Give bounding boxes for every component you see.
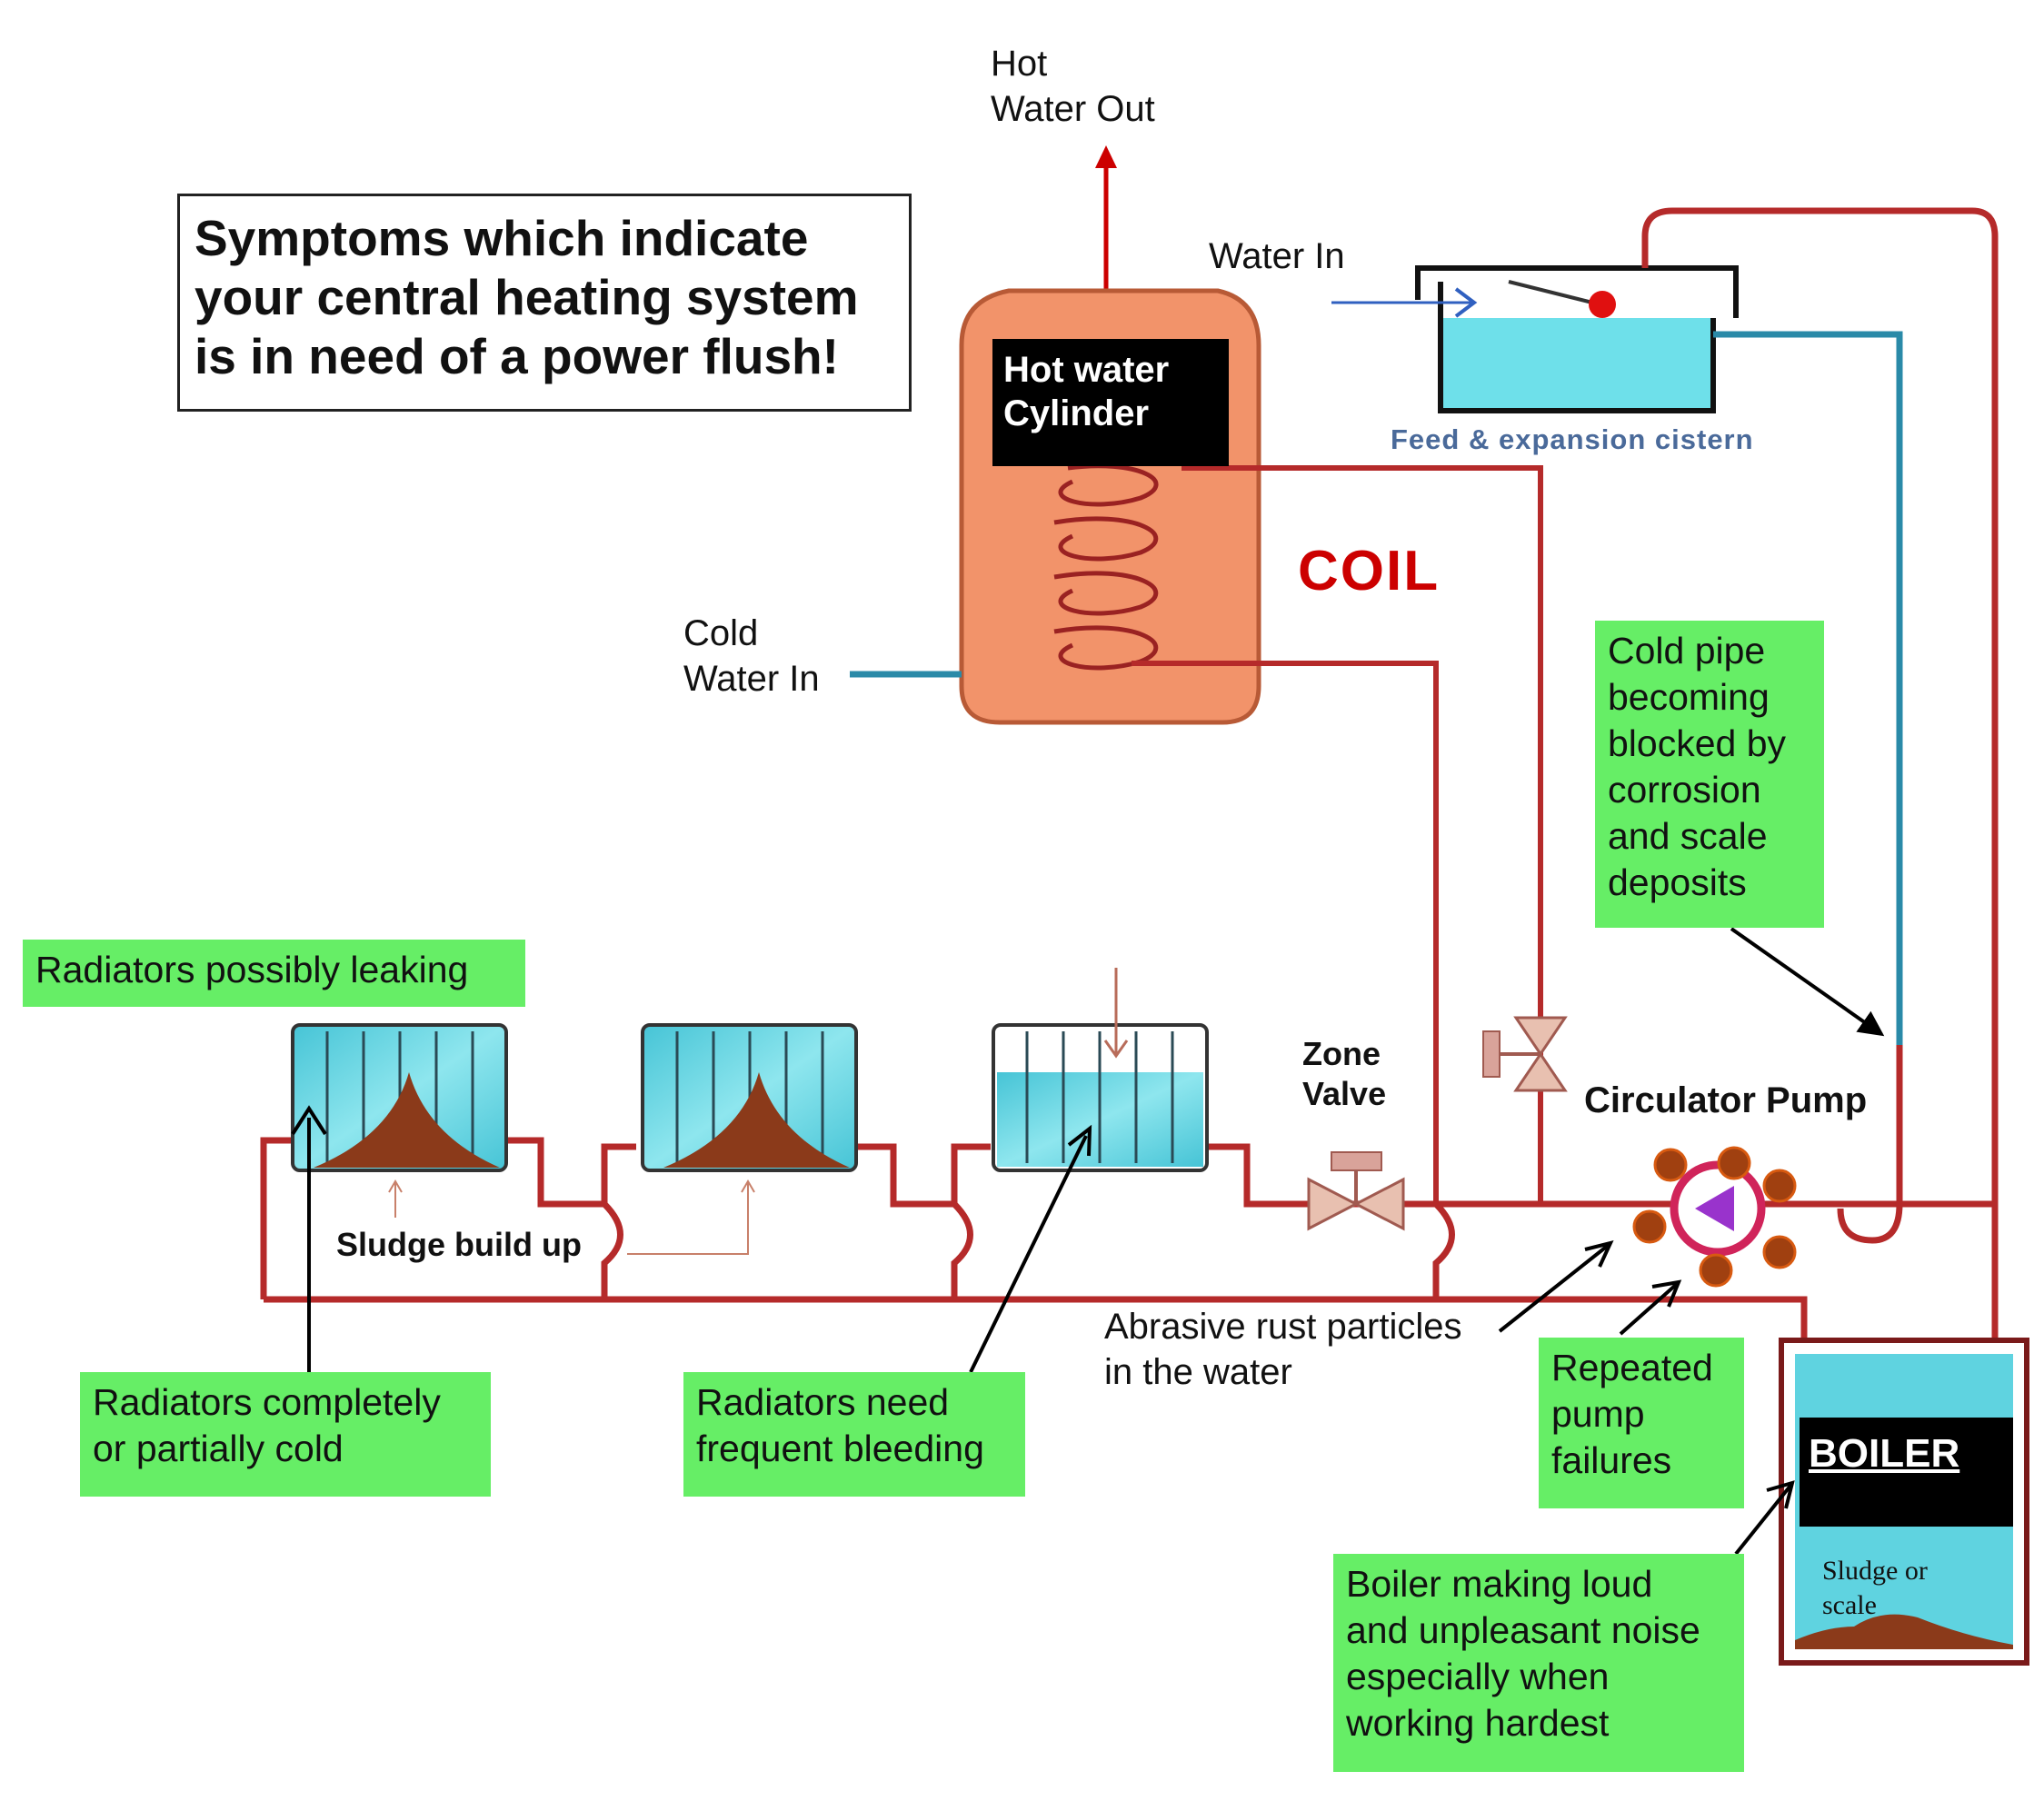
boiler-sludge-line-1: Sludge or — [1822, 1556, 1928, 1586]
abrasive-line-2: in the water — [1104, 1352, 1292, 1392]
hot-water-out-line-1: Hot — [991, 44, 1048, 84]
hot-water-out-label: Hot Water Out — [991, 41, 1155, 132]
hot-water-cylinder-label: Hot water Cylinder — [992, 339, 1229, 466]
title-box: Symptoms which indicate your central hea… — [177, 194, 912, 412]
vent-pipe — [1641, 207, 1999, 1345]
radiator-2 — [641, 1023, 858, 1172]
abrasive-label: Abrasive rust particles in the water — [1104, 1304, 1461, 1395]
symptom-boiler-noise: Boiler making loud and unpleasant noise … — [1333, 1554, 1744, 1772]
circulator-pump — [1632, 1146, 1797, 1288]
coil — [1053, 463, 1159, 671]
symptom-boiler-line-4: working hardest — [1346, 1702, 1610, 1744]
cylinder-label-line-1: Hot water — [1003, 350, 1170, 390]
symptom-leaking-line-1: Radiators possibly leaking — [35, 949, 469, 990]
symptom-cold-pipe: Cold pipe becoming blocked by corrosion … — [1595, 621, 1824, 928]
cold-water-in-line-1: Cold — [683, 613, 759, 653]
hot-water-out-arrow — [1095, 145, 1117, 291]
sludge-pointers — [388, 1179, 755, 1255]
symptom-cold-pipe-line-3: blocked by — [1608, 722, 1787, 764]
symptom-arrows — [291, 927, 1885, 1556]
symptom-boiler-line-2: and unpleasant noise — [1346, 1609, 1700, 1651]
symptom-pump-line-2: pump — [1551, 1393, 1645, 1435]
symptom-bleeding-line-1: Radiators need — [696, 1381, 950, 1423]
symptom-cold-line-1: Radiators completely — [93, 1381, 441, 1423]
main-circuit — [260, 1137, 1995, 1340]
symptom-radiators-leaking: Radiators possibly leaking — [23, 940, 525, 1007]
radiator-1 — [291, 1023, 508, 1172]
symptom-cold-pipe-line-6: deposits — [1608, 861, 1747, 903]
symptom-pump-failures: Repeated pump failures — [1539, 1338, 1744, 1508]
symptom-radiators-cold: Radiators completely or partially cold — [80, 1372, 491, 1497]
hot-water-out-line-2: Water Out — [991, 89, 1155, 129]
title-line-3: is in need of a power flush! — [194, 328, 839, 384]
symptom-cold-pipe-line-1: Cold pipe — [1608, 630, 1766, 672]
symptom-frequent-bleeding: Radiators need frequent bleeding — [683, 1372, 1025, 1497]
cistern-label: Feed & expansion cistern — [1391, 423, 1754, 455]
zone-valve-line-2: Valve — [1302, 1075, 1387, 1112]
cylinder-label-line-2: Cylinder — [1003, 393, 1150, 433]
symptom-cold-line-2: or partially cold — [93, 1428, 344, 1469]
zone-valve-label: Zone Valve — [1302, 1034, 1386, 1114]
boiler-label: BOILER — [1800, 1418, 2013, 1527]
cold-water-in-line-2: Water In — [683, 659, 820, 699]
water-in-label: Water In — [1209, 236, 1345, 276]
boiler-sludge-label: Sludge or scale — [1822, 1554, 1928, 1623]
radiator-3 — [992, 968, 1209, 1172]
cylinder-flow-pipes — [1132, 465, 1543, 1204]
boiler-sludge-line-2: scale — [1822, 1590, 1877, 1620]
title-line-2: your central heating system — [194, 269, 859, 325]
zone-valve — [1307, 1151, 1405, 1231]
zone-valve-line-1: Zone — [1302, 1035, 1381, 1072]
sludge-build-up-label: Sludge build up — [325, 1225, 593, 1265]
symptom-cold-pipe-line-5: and scale — [1608, 815, 1768, 857]
coil-label: COIL — [1298, 540, 1441, 602]
symptom-cold-pipe-line-2: becoming — [1608, 676, 1770, 718]
symptom-pump-line-3: failures — [1551, 1439, 1672, 1481]
feed-expansion-cistern — [1331, 265, 1739, 413]
symptom-boiler-line-1: Boiler making loud — [1346, 1563, 1653, 1605]
title-line-1: Symptoms which indicate — [194, 210, 809, 266]
cold-water-in-label: Cold Water In — [683, 611, 820, 701]
bypass-valve — [1482, 1016, 1568, 1092]
symptom-bleeding-line-2: frequent bleeding — [696, 1428, 984, 1469]
symptom-pump-line-1: Repeated — [1551, 1347, 1713, 1388]
symptom-cold-pipe-line-4: corrosion — [1608, 769, 1761, 811]
cistern-blue-pipe — [1713, 331, 1903, 1045]
abrasive-line-1: Abrasive rust particles — [1104, 1307, 1462, 1347]
symptom-boiler-line-3: especially when — [1346, 1656, 1610, 1697]
circulator-pump-label: Circulator Pump — [1584, 1080, 1868, 1120]
